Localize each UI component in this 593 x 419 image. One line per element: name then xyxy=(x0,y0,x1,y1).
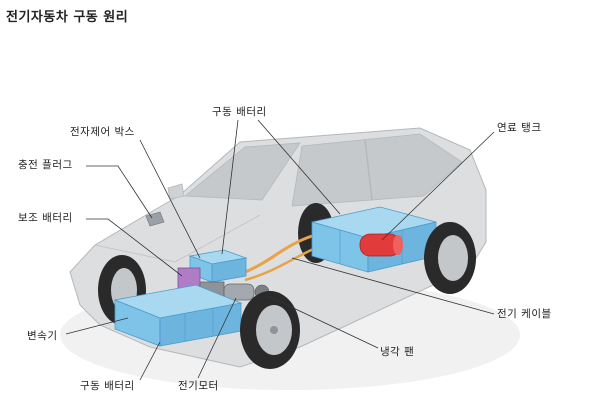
label-ecu-box: 전자제어 박스 xyxy=(70,126,135,138)
car-windshield xyxy=(183,142,301,201)
leader-transmission xyxy=(65,317,129,335)
label-electric-motor: 전기모터 xyxy=(178,380,219,392)
label-drive-battery-top: 구동 배터리 xyxy=(212,106,267,118)
label-fuel-tank: 연료 탱크 xyxy=(497,122,542,134)
fuel-tank-cap xyxy=(393,235,403,255)
leader-drive-battery-bottom xyxy=(139,341,161,381)
leader-drive-battery-top-1 xyxy=(221,119,239,255)
electric-motor-shape xyxy=(223,283,255,301)
leader-electric-cable xyxy=(291,257,495,315)
leader-ecu-box xyxy=(139,139,201,259)
label-transmission: 변속기 xyxy=(27,330,58,342)
car-window-pillar xyxy=(364,139,373,201)
label-electric-cable: 전기 케이블 xyxy=(497,308,552,320)
leader-charging-plug xyxy=(86,165,153,219)
leader-cooling-fan xyxy=(267,295,379,349)
label-drive-battery-bottom: 구동 배터리 xyxy=(80,380,135,392)
ecu-box-front xyxy=(211,257,247,283)
leader-aux-battery xyxy=(86,218,183,277)
label-charging-plug: 충전 플러그 xyxy=(18,159,73,171)
front-near-hub xyxy=(270,326,278,334)
diagram-title: 전기자동차 구동 원리 xyxy=(6,10,129,25)
label-aux-battery: 보조 배터리 xyxy=(18,212,73,224)
leader-drive-battery-top-2 xyxy=(257,119,341,215)
leader-electric-motor xyxy=(197,297,237,379)
car-side-window xyxy=(291,133,463,207)
leader-fuel-tank xyxy=(381,131,495,241)
car-side-mirror xyxy=(167,183,185,200)
rear-near-rim xyxy=(438,235,468,281)
label-cooling-fan: 냉각 팬 xyxy=(380,346,415,358)
electric-cable-1 xyxy=(244,234,313,274)
car-hood-line xyxy=(94,214,261,263)
